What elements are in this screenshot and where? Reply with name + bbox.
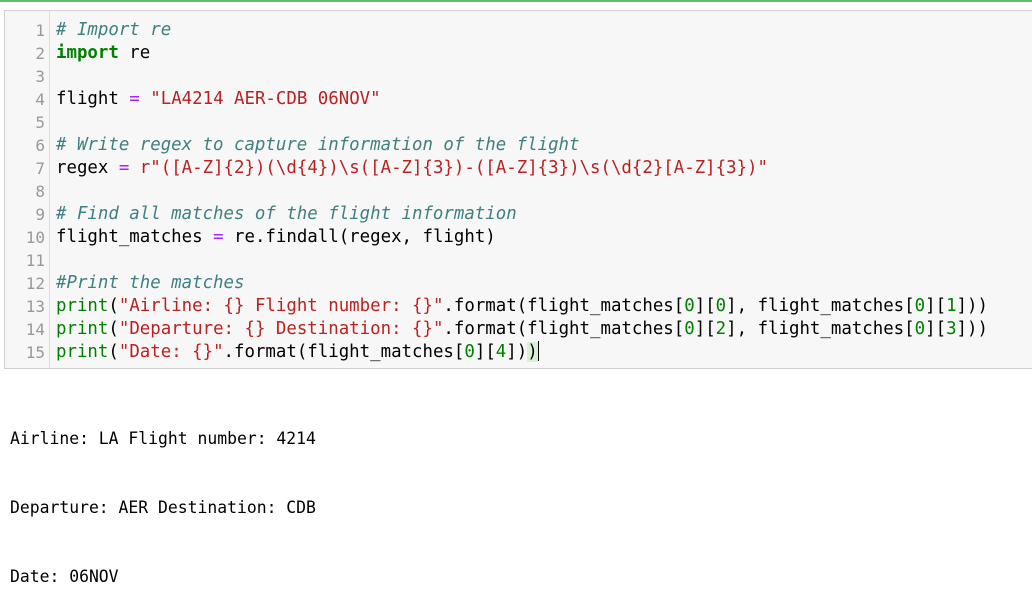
- code-token-number: 2: [715, 319, 727, 339]
- code-token-builtin: print: [56, 319, 109, 339]
- line-number: 5: [35, 113, 45, 132]
- line-number: 7: [35, 159, 45, 178]
- code-token-text: ][: [925, 296, 947, 316]
- code-token-string: "Departure: {} Destination: {}": [118, 319, 444, 339]
- code-token-text: ], flight_matches[: [726, 296, 915, 316]
- output-line: Departure: AER Destination: CDB: [10, 498, 316, 517]
- code-line[interactable]: print("Departure: {} Destination: {}".fo…: [56, 318, 988, 341]
- code-token-number: 0: [914, 296, 926, 316]
- code-line[interactable]: # Find all matches of the flight informa…: [56, 203, 988, 226]
- code-token-text: re: [118, 43, 151, 63]
- code-line[interactable]: [56, 65, 988, 88]
- code-token-comment: # Write regex to capture information of …: [56, 135, 580, 155]
- code-line[interactable]: print("Date: {}".format(flight_matches[0…: [56, 341, 988, 364]
- code-token-number: 0: [715, 296, 727, 316]
- code-token-text: regex: [56, 158, 119, 178]
- text-cursor: [537, 341, 539, 361]
- code-token-string: "LA4214 AER-CDB 06NOV": [150, 89, 381, 109]
- line-number: 3: [35, 67, 45, 86]
- line-number: 1: [35, 21, 45, 40]
- line-number: 9: [35, 205, 45, 224]
- code-token-text: ]): [506, 342, 528, 362]
- code-line[interactable]: flight = "LA4214 AER-CDB 06NOV": [56, 88, 988, 111]
- line-number: 11: [25, 251, 45, 270]
- code-line[interactable]: [56, 180, 988, 203]
- line-number: 2: [35, 44, 45, 63]
- code-token-number: 0: [684, 296, 695, 316]
- line-number: 14: [25, 320, 45, 339]
- line-number: 8: [35, 182, 45, 201]
- code-line[interactable]: import re: [56, 42, 988, 65]
- code-token-text: ][: [474, 342, 496, 362]
- code-line[interactable]: print("Airline: {} Flight number: {}".fo…: [56, 295, 988, 318]
- code-token-op: =: [129, 89, 140, 109]
- code-token-text: .format(flight_matches[: [443, 296, 685, 316]
- code-token-text: (: [108, 296, 119, 316]
- code-token-text: ])): [956, 319, 988, 339]
- code-token-op: =: [118, 158, 130, 178]
- code-token-number: 0: [464, 342, 475, 362]
- line-number: 15: [25, 343, 45, 362]
- code-token-number: 0: [914, 319, 926, 339]
- code-token-bracket-hl: ): [527, 342, 538, 362]
- code-token-string: "Airline: {} Flight number: {}": [118, 296, 444, 316]
- code-token-number: 3: [946, 319, 957, 339]
- code-token-comment: #Print the matches: [56, 273, 245, 293]
- line-number: 4: [35, 90, 45, 109]
- code-line[interactable]: # Import re: [56, 19, 988, 42]
- line-number: 6: [35, 136, 45, 155]
- code-line[interactable]: regex = r"([A-Z]{2})(\d{4})\s([A-Z]{3})-…: [56, 157, 988, 180]
- code-token-number: 4: [495, 342, 507, 362]
- output-line: Airline: LA Flight number: 4214: [10, 429, 316, 448]
- code-token-text: .format(flight_matches[: [223, 342, 465, 362]
- code-token-text: (: [108, 319, 119, 339]
- line-number: 10: [25, 228, 45, 247]
- code-token-text: ])): [956, 296, 988, 316]
- code-token-text: ][: [694, 296, 716, 316]
- code-line[interactable]: [56, 249, 988, 272]
- code-token-text: ][: [694, 319, 716, 339]
- code-token-text: [140, 89, 150, 109]
- code-token-op: =: [213, 227, 224, 247]
- gutter-divider: [49, 11, 50, 368]
- cell-output: Airline: LA Flight number: 4214 Departur…: [10, 381, 316, 611]
- code-token-text: (: [108, 342, 119, 362]
- output-line: Date: 06NOV: [10, 567, 119, 586]
- code-token-text: re.findall(regex, flight): [223, 227, 496, 247]
- code-token-builtin: print: [56, 342, 109, 362]
- code-token-string: "Date: {}": [118, 342, 224, 362]
- code-token-number: 0: [684, 319, 695, 339]
- line-number: 13: [25, 297, 45, 316]
- code-token-comment: # Import re: [56, 20, 172, 40]
- code-line[interactable]: [56, 111, 988, 134]
- code-token-number: 1: [946, 296, 957, 316]
- code-token-text: ], flight_matches[: [726, 319, 915, 339]
- code-token-keyword: import: [56, 43, 119, 63]
- code-token-builtin: print: [56, 296, 109, 316]
- code-token-text: ][: [925, 319, 947, 339]
- code-line[interactable]: #Print the matches: [56, 272, 988, 295]
- active-cell-indicator: [0, 0, 1032, 2]
- code-line[interactable]: flight_matches = re.findall(regex, fligh…: [56, 226, 988, 249]
- code-token-text: [129, 158, 139, 178]
- code-line[interactable]: # Write regex to capture information of …: [56, 134, 988, 157]
- code-token-comment: # Find all matches of the flight informa…: [56, 204, 517, 224]
- code-token-text: flight_matches: [56, 227, 214, 247]
- line-number: 12: [25, 274, 45, 293]
- code-token-text: flight: [56, 89, 130, 109]
- code-token-text: .format(flight_matches[: [443, 319, 685, 339]
- code-token-string: r"([A-Z]{2})(\d{4})\s([A-Z]{3})-([A-Z]{3…: [139, 158, 768, 178]
